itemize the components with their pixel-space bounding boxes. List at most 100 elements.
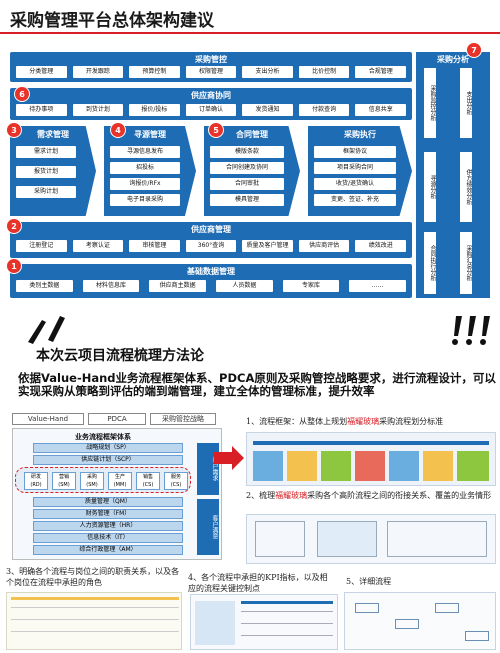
execution-block: 采购执行 框架协议 项目采购合同 收货/退货确认 变更、签证、补充 — [308, 126, 412, 216]
analysis-item: 寻源分析 — [424, 152, 436, 222]
module-chip: 类别主数据 — [16, 280, 73, 292]
module-chip: 到货计划 — [72, 104, 124, 116]
analysis-panel: 采购分析 采购监控分析 寻源分析 合同执行分析 支出分析 供方绩效分析 采购汇总… — [416, 52, 490, 298]
module-chip: 开发跟踪 — [72, 66, 124, 78]
badge-number: 6 — [14, 86, 30, 102]
demand-management-block: 需求管理 需求计划 报货计划 采购计划 — [10, 126, 96, 216]
framework-title: 业务流程框架体系 — [75, 433, 131, 441]
step-caption: 2、梳理福耀玻璃采购各个高阶流程之间的衔接关系、覆盖的业务情形 — [246, 490, 496, 501]
module-chip: 订单确认 — [185, 104, 237, 116]
contract-item: 模具管理 — [210, 194, 284, 206]
framework-layer: 供应链计划（SCP） — [33, 455, 183, 465]
supplier-collab-title: 供应商协同 — [191, 91, 231, 100]
module-chip: 注册登记 — [16, 240, 67, 252]
contract-item: 合同创建及协同 — [210, 162, 284, 174]
framework-layer: 人力资源管理（HR） — [33, 521, 183, 531]
contract-item: 合同审批 — [210, 178, 284, 190]
step-caption-text: 2、梳理 — [246, 491, 276, 500]
module-chip: 供应商评估 — [298, 240, 350, 252]
step-caption-text: 1、流程框架：从整体上规划 — [246, 417, 348, 426]
badge-number: 3 — [6, 122, 22, 138]
step-caption: 5、详细流程 — [346, 577, 392, 586]
tag: 采购管控战略 — [150, 413, 216, 425]
module-chip: 质量及客户管理 — [242, 240, 293, 252]
step-4-thumbnail — [190, 594, 338, 650]
badge-number: 5 — [208, 122, 224, 138]
demand-item: 报货计划 — [16, 166, 76, 178]
supplier-mgmt-title: 供应商管理 — [191, 225, 231, 234]
architecture-diagram: 采购管控 分类管理开发跟踪预算控制权限管理支出分析比价控制合规管理 供应商协同 … — [6, 42, 412, 300]
badge-number: 2 — [6, 218, 22, 234]
emphasis-strokes-icon — [28, 316, 65, 344]
module-chip: …… — [349, 280, 406, 292]
sourcing-item: 招投标 — [110, 162, 180, 174]
supplier-collab-band: 供应商协同 待办事项到货计划报价/投标订单确认发货通知付款查询信息共享 — [10, 88, 412, 120]
step-caption-text: 采购流程划分标准 — [379, 417, 444, 426]
module-chip: 人员数据 — [216, 280, 273, 292]
framework-layer: 信息技术（IT） — [33, 533, 183, 543]
page-title: 采购管理平台总体架构建议 — [10, 11, 214, 31]
sourcing-title: 寻源管理 — [134, 130, 166, 139]
analysis-title: 采购分析 — [437, 55, 469, 64]
module-chip: 支出分析 — [242, 66, 293, 78]
step-caption: 4、各个流程中承担的KPI指标，以及相应的流程关键控制点 — [188, 573, 328, 593]
framework-side-label: 客户满意 — [197, 499, 219, 555]
module-chip: 供应商主数据 — [149, 280, 206, 292]
module-chip: 发货通知 — [242, 104, 293, 116]
framework-module: 采购 (SM) — [80, 472, 104, 490]
step-caption-highlight: 福耀玻璃 — [275, 491, 308, 500]
framework-module: 营销 (SM) — [52, 472, 76, 490]
framework-module: 研发 (RD) — [24, 472, 48, 490]
module-chip: 信息共享 — [355, 104, 406, 116]
step-caption-text: 采购各个高阶流程之间的衔接关系、覆盖的业务情形 — [307, 491, 492, 500]
tag: Value-Hand — [12, 413, 84, 425]
procurement-control-title: 采购管控 — [195, 55, 227, 64]
framework-side-label: 客户需求 — [197, 443, 219, 495]
framework-module: 服务 (CS) — [164, 472, 188, 490]
title-divider — [0, 32, 500, 34]
step-caption: 3、明确各个流程与岗位之间的职责关系，以及各个岗位在流程中承担的角色 — [6, 567, 180, 587]
module-chip: 合规管理 — [355, 66, 406, 78]
sourcing-item: 寻源信息发布 — [110, 146, 180, 158]
sourcing-item: 询报价/RFx — [110, 178, 180, 190]
framework-figure: 业务流程框架体系 战略规划（SP） 供应链计划（SCP） 研发 (RD)营销 (… — [12, 428, 222, 560]
analysis-item: 供方绩效分析 — [460, 152, 472, 222]
analysis-item: 合同执行分析 — [424, 232, 436, 294]
module-chip: 考察认证 — [72, 240, 124, 252]
contract-item: 模版条款 — [210, 146, 284, 158]
module-chip: 预算控制 — [129, 66, 180, 78]
contract-management-block: 合同管理 模版条款 合同创建及协同 合同审批 模具管理 — [204, 126, 300, 216]
module-chip: 报价/投标 — [129, 104, 180, 116]
module-chip: 待办事项 — [16, 104, 67, 116]
framework-layer: 财务管理（FM） — [33, 509, 183, 519]
analysis-item: 支出分析 — [460, 68, 472, 138]
badge-number: 7 — [466, 42, 482, 58]
execution-item: 项目采购合同 — [314, 162, 396, 174]
module-chip: 360°查询 — [185, 240, 237, 252]
framework-module: 销售 (CS) — [136, 472, 160, 490]
module-chip: 权限管理 — [185, 66, 237, 78]
module-chip: 专家库 — [282, 280, 340, 292]
arrow-right-icon — [214, 446, 244, 470]
framework-layer: 战略规划（SP） — [33, 443, 183, 453]
badge-number: 1 — [6, 258, 22, 274]
master-data-title: 基础数据管理 — [187, 267, 235, 276]
badge-number: 4 — [110, 122, 126, 138]
execution-item: 框架协议 — [314, 146, 396, 158]
method-description: 依据Value-Hand业务流程框架体系、PDCA原则及采购管控战略要求，进行流… — [18, 371, 496, 398]
procurement-control-band: 采购管控 分类管理开发跟踪预算控制权限管理支出分析比价控制合规管理 — [10, 52, 412, 82]
step-caption: 1、流程框架：从整体上规划福耀玻璃采购流程划分标准 — [246, 416, 496, 427]
analysis-item: 采购监控分析 — [424, 68, 436, 138]
master-data-band: 基础数据管理 类别主数据材料信息库供应商主数据人员数据专家库…… — [10, 264, 412, 298]
demand-title: 需求管理 — [37, 130, 69, 139]
demand-item: 采购计划 — [16, 186, 76, 198]
step-5-thumbnail — [344, 592, 496, 650]
analysis-item: 采购汇总分析 — [460, 232, 472, 294]
step-caption-highlight: 福耀玻璃 — [347, 417, 380, 426]
framework-layer: 综合行政管理（AM） — [33, 545, 183, 555]
section-title: 本次云项目流程梳理方法论 — [36, 348, 204, 364]
step-1-thumbnail — [246, 432, 496, 486]
exclamation-marks-icon — [452, 316, 490, 345]
framework-module-row: 研发 (RD)营销 (SM)采购 (SM)生产 (MM)销售 (CS)服务 (C… — [15, 467, 191, 493]
